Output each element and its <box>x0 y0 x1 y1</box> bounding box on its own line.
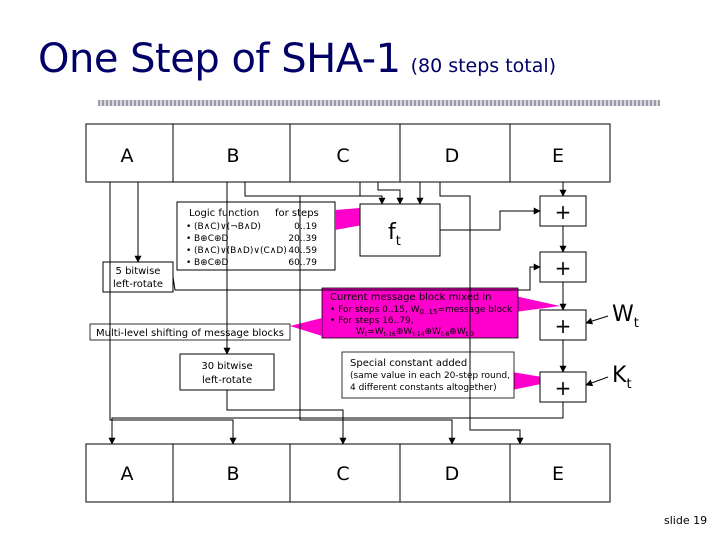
wire-a-to-b <box>109 182 237 445</box>
top-register-e: E <box>552 145 564 167</box>
adders: + + + + <box>539 195 587 403</box>
wires <box>108 182 609 445</box>
wire-c-ft <box>377 182 404 205</box>
constant-pointer <box>512 372 560 390</box>
wt-label: Wt <box>612 302 639 331</box>
logic-steps-4: 60..79 <box>288 258 317 268</box>
wire-b-ft <box>244 182 386 205</box>
rotate5-line2: left-rotate <box>113 279 163 290</box>
adder-3-sign: + <box>555 314 572 338</box>
logic-header-steps: for steps <box>275 208 319 219</box>
wire-ft-adder1 <box>440 207 541 231</box>
constant-line1: (same value in each 20-step round, <box>350 371 510 381</box>
logic-bullet-1: • <box>186 222 191 232</box>
bottom-register-d: D <box>445 463 460 485</box>
ft-box: ft <box>359 203 441 257</box>
slide-number: slide 19 <box>664 514 708 527</box>
adder-2-sign: + <box>555 256 572 280</box>
multilevel-callout: Multi-level shifting of message blocks <box>89 318 322 341</box>
title-rule <box>98 100 660 106</box>
wire-wt-adder3 <box>585 315 609 325</box>
adder-4-sign: + <box>555 376 572 400</box>
logic-func-4: B⊕C⊕D <box>194 258 229 268</box>
slide-title: One Step of SHA-1 (80 steps total) <box>38 36 556 82</box>
bottom-register-e: E <box>552 463 564 485</box>
wire-d-to-e <box>439 182 524 445</box>
bottom-register-c: C <box>336 463 349 485</box>
kt-label: Kt <box>612 363 632 392</box>
bottom-registers: A B C D E <box>85 443 611 503</box>
bottom-register-frame <box>85 443 611 503</box>
message-line1: • For steps 0..15, W0..15=message block <box>330 305 513 316</box>
logic-func-3: (B∧C)∨(B∧D)∨(C∧D) <box>194 246 287 256</box>
top-register-a: A <box>121 145 134 167</box>
multilevel-pointer <box>290 318 322 336</box>
constant-line2: 4 different constants altogether) <box>350 383 497 393</box>
multilevel-label: Multi-level shifting of message blocks <box>96 328 284 339</box>
top-register-frame <box>85 123 611 183</box>
logic-steps-2: 20..39 <box>288 234 317 244</box>
logic-header-function: Logic function <box>189 208 259 219</box>
message-callout-pointer <box>515 296 560 312</box>
wire-kt-adder4 <box>585 376 609 387</box>
rotate30-line1: 30 bitwise <box>201 361 252 372</box>
logic-func-2: B⊕C⊕D <box>194 234 229 244</box>
title-main: One Step of SHA-1 <box>38 36 401 82</box>
logic-bullet-4: • <box>186 258 191 268</box>
logic-steps-1: 0..19 <box>294 222 317 232</box>
rotate30-line2: left-rotate <box>202 375 252 386</box>
adder-1-sign: + <box>555 200 572 224</box>
bottom-register-b: B <box>226 463 239 485</box>
top-register-b: B <box>226 145 239 167</box>
title-sub: (80 steps total) <box>410 55 557 77</box>
wire-rotate30-c <box>226 390 347 445</box>
adder-4 <box>539 371 587 403</box>
message-line2: • For steps 16..79, <box>330 316 414 326</box>
bottom-register-a: A <box>121 463 134 485</box>
top-register-c: C <box>336 145 349 167</box>
logic-steps-3: 40..59 <box>288 246 317 256</box>
rotate30-box: 30 bitwise left-rotate <box>179 353 275 391</box>
top-registers: A B C D E <box>85 123 611 183</box>
logic-function-box: Logic function for steps • (B∧C)∨(¬B∧D) … <box>176 201 336 271</box>
logic-bullet-2: • <box>186 234 191 244</box>
message-title: Current message block mixed in <box>330 292 492 303</box>
message-callout: Current message block mixed in • For ste… <box>321 287 560 339</box>
adder-1 <box>539 195 587 227</box>
constant-callout: Special constant added (same value in ea… <box>341 351 560 399</box>
constant-title: Special constant added <box>350 358 467 369</box>
ft-label: ft <box>388 220 401 249</box>
wire-rotate5-adder2 <box>172 263 541 291</box>
wire-adder4-a <box>108 402 564 445</box>
wire-c-to-d <box>299 182 456 445</box>
rotate5-line1: 5 bitwise <box>116 266 161 277</box>
logic-bullet-3: • <box>186 246 191 256</box>
top-register-d: D <box>445 145 460 167</box>
rotate5-box: 5 bitwise left-rotate <box>102 261 174 293</box>
